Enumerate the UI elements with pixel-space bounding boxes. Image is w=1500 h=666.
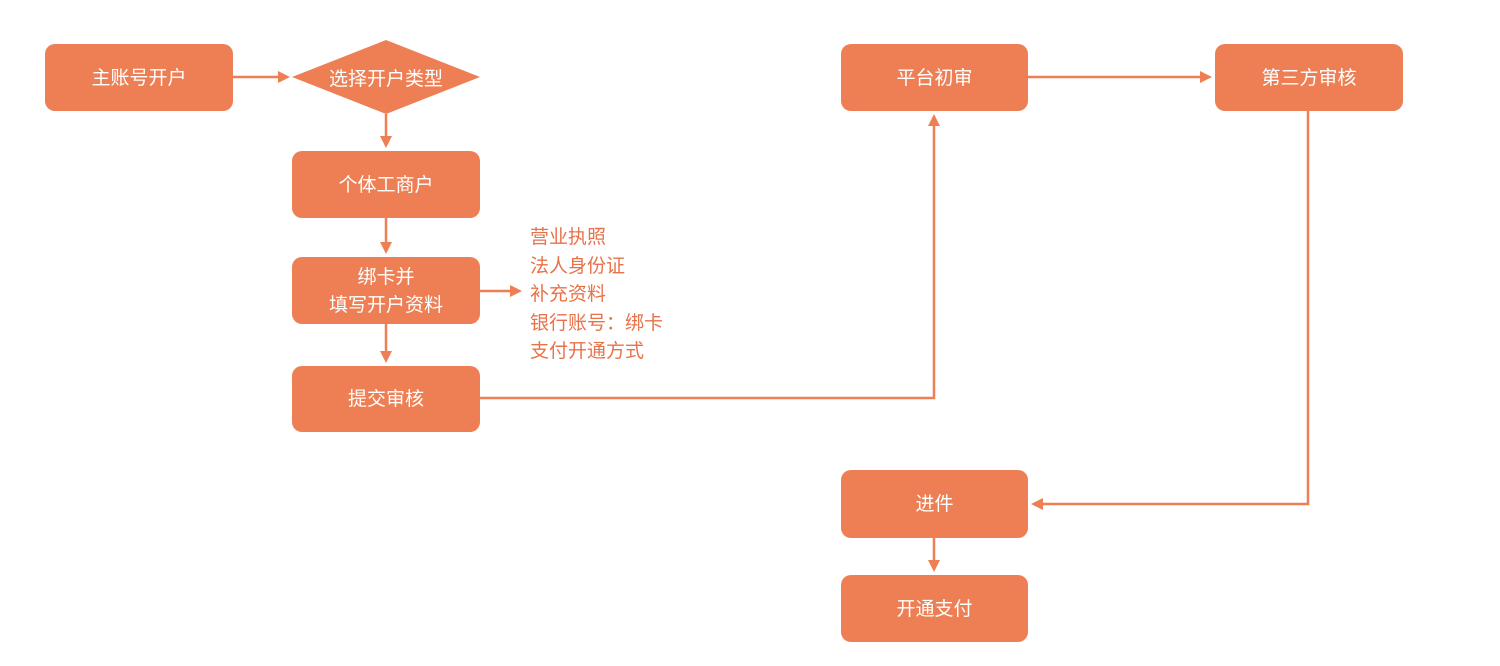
node-individual-business[interactable]: 个体工商户	[292, 151, 480, 218]
decision-diamond[interactable]	[292, 40, 480, 114]
node-bind-card[interactable]: 绑卡并 填写开户资料	[292, 257, 480, 324]
node-choose-type-label-wrap: 选择开户类型	[292, 40, 480, 114]
node-onboarding-label: 进件	[915, 493, 954, 515]
material-item: 法人身份证	[530, 254, 626, 277]
node-choose-type-label: 选择开户类型	[328, 67, 443, 90]
node-onboarding[interactable]: 进件	[841, 470, 1028, 538]
node-platform-review[interactable]: 平台初审	[841, 44, 1028, 111]
node-platform-review-label: 平台初审	[896, 66, 973, 89]
node-third-party-review[interactable]: 第三方审核	[1215, 44, 1403, 111]
node-bind-card-text: 绑卡并 填写开户资料	[329, 263, 443, 319]
node-third-party-review-label: 第三方审核	[1261, 66, 1357, 89]
node-open-payment[interactable]: 开通支付	[841, 575, 1028, 642]
material-item: 银行账号：绑卡	[530, 311, 664, 334]
arrow-third-party-to-onboarding	[1031, 111, 1310, 510]
node-submit-review[interactable]: 提交审核	[292, 366, 480, 432]
node-bind-card-line1: 绑卡并	[357, 265, 415, 288]
node-individual-business-label: 个体工商户	[338, 173, 434, 196]
node-submit-review-label: 提交审核	[347, 388, 424, 410]
material-item: 营业执照	[530, 226, 607, 248]
material-item: 补充资料	[530, 283, 607, 305]
node-bind-card-line2: 填写开户资料	[328, 293, 443, 316]
node-main-account-label: 主账号开户	[91, 66, 187, 89]
node-open-payment-label: 开通支付	[896, 597, 973, 620]
arrow-submit-to-platform	[480, 114, 940, 400]
required-materials-list: 营业执照 法人身份证 补充资料 银行账号：绑卡 支付开通方式	[530, 223, 663, 366]
node-main-account[interactable]: 主账号开户	[45, 44, 233, 111]
material-item: 支付开通方式	[530, 340, 645, 362]
